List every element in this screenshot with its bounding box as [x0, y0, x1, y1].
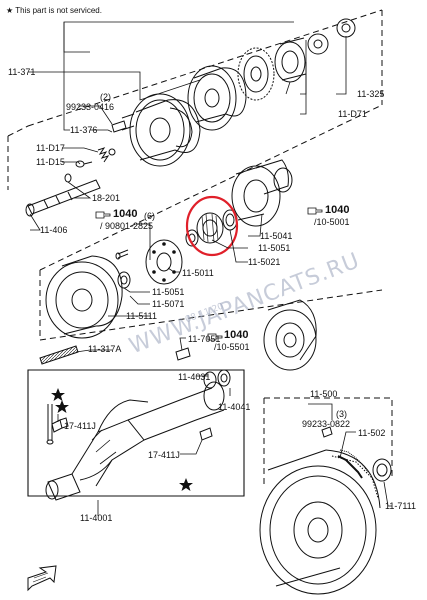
crankshaft-pulley-rear	[187, 65, 247, 131]
label-11-4001[interactable]: 11-4001	[80, 513, 113, 523]
label-11-5071[interactable]: 11-5071	[152, 299, 185, 309]
leader-lines	[28, 21, 392, 516]
label-1040-b[interactable]: 1040	[325, 204, 350, 216]
crank-key-flange	[274, 37, 307, 83]
spring-11-d17	[97, 147, 116, 163]
label-10-5501[interactable]: /10-5501	[214, 342, 250, 352]
label-10-5001[interactable]: /10-5001	[314, 217, 350, 227]
label-11-7111[interactable]: 11-7111	[385, 501, 417, 511]
label-99233-0822[interactable]: 99233-0822	[302, 419, 351, 429]
plug-17-411j-b	[199, 427, 213, 441]
bolt-90801-2825	[115, 249, 129, 260]
label-99233-0822-qty: (3)	[336, 409, 347, 419]
label-11-d71[interactable]: 11-D71	[338, 109, 367, 119]
label-11-d15[interactable]: 11-D15	[36, 157, 65, 167]
input-shaft-11-406	[25, 179, 101, 217]
label-11-5051-b[interactable]: 11-5051	[152, 287, 185, 297]
pilot-bearing-11-7111	[372, 458, 392, 482]
crankshaft-group-box	[27, 369, 245, 497]
flywheel-group-frame	[263, 397, 393, 486]
label-11-5011[interactable]: 11-5011	[182, 268, 214, 278]
output-flange-11-7051	[263, 299, 317, 371]
pin-11-317a	[39, 345, 79, 365]
ring-gear-11-502	[337, 449, 369, 479]
bolts-stack-left	[46, 404, 54, 445]
stopper-11-d15	[75, 160, 93, 168]
thrust-washer	[307, 33, 329, 55]
label-11-5041[interactable]: 11-5041	[260, 231, 293, 241]
label-1040-a-qty: (6)	[144, 211, 155, 221]
bolt-icon	[95, 207, 323, 341]
label-11-5051-a[interactable]: 11-5051	[258, 243, 291, 253]
star-icon	[51, 388, 193, 491]
label-1040-c[interactable]: 1040	[224, 329, 249, 341]
shaft-hub-11-5041	[231, 159, 293, 227]
group-boundary-upper	[7, 9, 383, 341]
label-18-201[interactable]: 18-201	[92, 193, 121, 203]
label-1040-a[interactable]: 1040	[113, 208, 138, 220]
bearing-11-4031	[203, 371, 217, 389]
label-11-4041[interactable]: 11-4041	[218, 402, 251, 412]
front-arrow-icon	[27, 565, 57, 592]
clutch-plate-11-5011	[145, 239, 183, 285]
star-icon: ★	[6, 6, 14, 15]
key-11-7051	[175, 347, 191, 361]
label-99233-0416[interactable]: 99233-0416	[66, 102, 115, 112]
crankshaft-pulley-front	[129, 93, 201, 167]
timing-sprocket	[237, 47, 275, 101]
label-11-371[interactable]: 11-371	[8, 67, 36, 77]
note-text: This part is not serviced.	[15, 6, 102, 15]
label-90801-2825[interactable]: / 90801-2825	[100, 221, 154, 231]
not-serviced-note: ★ This part is not serviced.	[6, 6, 102, 15]
label-11-7051[interactable]: 11-7051	[188, 334, 221, 344]
crankshaft-11-4001	[45, 381, 225, 501]
label-11-502[interactable]: 11-502	[358, 428, 386, 438]
pulley-bolts-99233-0416	[111, 113, 135, 133]
label-11-317a[interactable]: 11-317A	[88, 344, 122, 354]
bearing-11-4041	[217, 369, 231, 387]
label-11-5021[interactable]: 11-5021	[248, 257, 281, 267]
label-11-325[interactable]: 11-325	[357, 89, 385, 99]
label-11-d17[interactable]: 11-D17	[36, 143, 65, 153]
label-11-500[interactable]: 11-500	[310, 389, 338, 399]
label-17-411j-b[interactable]: 17-411J	[148, 450, 180, 460]
highlight-circle	[185, 195, 239, 257]
label-11-5111[interactable]: 11-5111	[126, 311, 158, 321]
label-11-376[interactable]: 11-376	[70, 125, 98, 135]
label-11-4031[interactable]: 11-4031	[178, 372, 211, 382]
converter-cover-11-5111	[45, 255, 123, 339]
label-99233-0416-qty: (2)	[100, 92, 111, 102]
label-11-406[interactable]: 11-406	[40, 225, 68, 235]
seal-18-201	[64, 173, 72, 183]
label-17-411j-a[interactable]: 17-411J	[64, 421, 96, 431]
plug-17-411j-a	[51, 417, 69, 433]
needle-bearing-11-5051	[196, 212, 224, 244]
bolts-99233-0822	[321, 426, 333, 438]
flywheel-11-500	[259, 449, 381, 595]
